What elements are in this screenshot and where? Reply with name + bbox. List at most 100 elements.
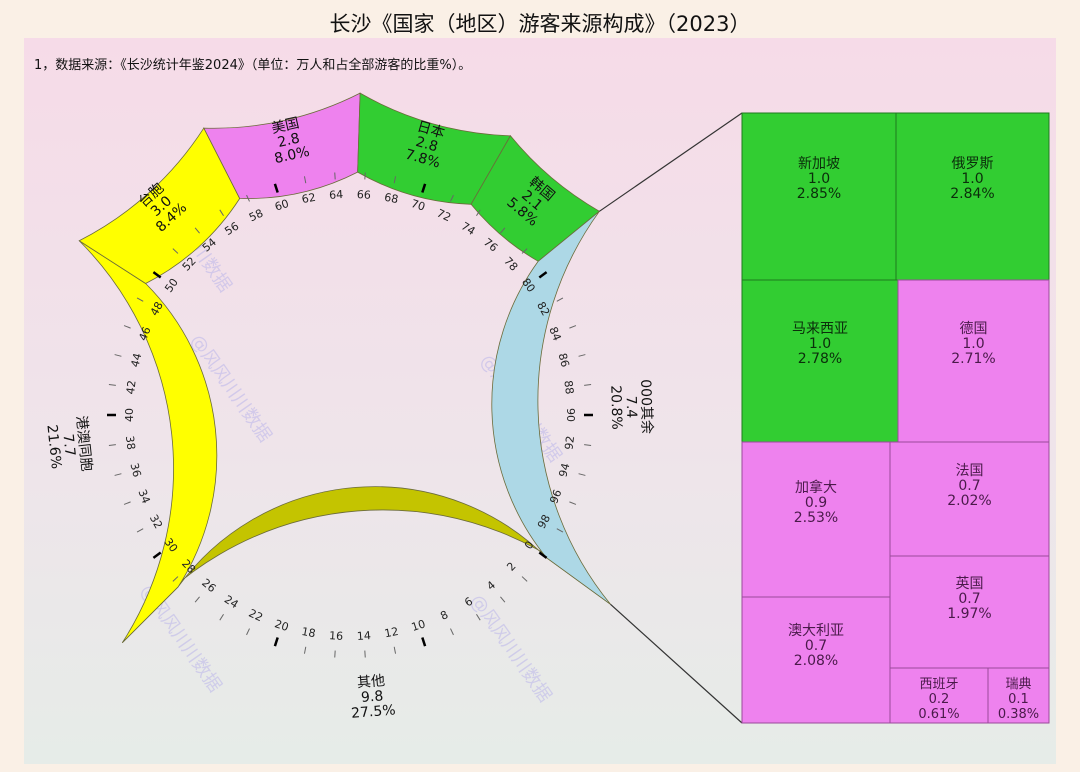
svg-text:英国: 英国 <box>956 575 984 592</box>
treemap-cell: 法国0.72.02% <box>889 441 1050 557</box>
scale-tick <box>584 384 592 386</box>
scale-tick-label: 20 <box>273 617 290 634</box>
connector-line-top <box>599 112 743 212</box>
svg-text:000其余: 000其余 <box>637 379 656 434</box>
scale-tick-label: 40 <box>123 408 136 422</box>
scale-tick-label: 38 <box>123 435 138 451</box>
scale-tick <box>450 628 454 636</box>
scale-tick-label: 98 <box>535 512 553 531</box>
ring-segment-label: 其他9.827.5% <box>351 673 397 722</box>
scale-tick-label: 56 <box>222 220 241 238</box>
scale-tick <box>123 501 131 505</box>
scale-tick-label: 92 <box>562 435 577 451</box>
svg-text:俄罗斯: 俄罗斯 <box>952 156 994 172</box>
scale-tick <box>476 209 481 217</box>
svg-text:法国: 法国 <box>956 463 984 479</box>
scale-tick <box>393 646 397 654</box>
scale-tick-label: 94 <box>557 462 573 479</box>
scale-tick <box>273 637 279 647</box>
scale-tick <box>136 528 144 533</box>
scale-tick-label: 84 <box>546 325 563 343</box>
svg-text:21.6%: 21.6% <box>43 424 64 470</box>
ring-segment <box>491 211 611 605</box>
scale-tick-label: 12 <box>383 625 399 640</box>
scale-tick <box>421 183 427 193</box>
svg-text:0.61%: 0.61% <box>918 707 959 722</box>
scale-tick-label: 78 <box>501 255 520 274</box>
scale-tick-label: 46 <box>136 325 153 343</box>
scale-tick <box>500 227 506 234</box>
scale-tick-label: 68 <box>383 191 399 206</box>
scale-tick-label: 76 <box>481 236 500 255</box>
scale-tick-label: 36 <box>127 462 143 479</box>
treemap-breakdown: 新加坡1.02.85%俄罗斯1.02.84%马来西亚1.02.78%德国1.02… <box>741 112 1050 724</box>
svg-text:2.02%: 2.02% <box>947 493 991 509</box>
svg-text:澳大利亚: 澳大利亚 <box>788 623 844 639</box>
scale-tick <box>421 637 427 647</box>
scale-tick-label: 74 <box>459 220 478 238</box>
svg-text:1.0: 1.0 <box>808 171 830 187</box>
scale-tick <box>194 227 200 234</box>
svg-text:1.0: 1.0 <box>961 171 983 187</box>
svg-text:0.1: 0.1 <box>1008 692 1029 707</box>
scale-tick <box>108 444 116 446</box>
scale-tick <box>114 473 122 476</box>
svg-text:西班牙: 西班牙 <box>919 677 958 692</box>
svg-text:7.4: 7.4 <box>623 396 640 419</box>
svg-text:美国: 美国 <box>270 115 301 137</box>
svg-text:新加坡: 新加坡 <box>798 156 840 172</box>
svg-text:瑞典: 瑞典 <box>1005 677 1031 692</box>
svg-text:9.8: 9.8 <box>360 688 383 706</box>
scale-tick <box>521 248 528 254</box>
svg-text:2.08%: 2.08% <box>794 653 838 669</box>
scale-tick-label: 70 <box>409 197 426 214</box>
scale-tick <box>569 325 577 329</box>
scale-tick <box>556 528 564 533</box>
svg-text:0.7: 0.7 <box>958 591 980 607</box>
treemap-cell: 瑞典0.10.38% <box>987 667 1050 724</box>
svg-text:2.8: 2.8 <box>276 131 301 151</box>
scale-tick <box>556 297 564 302</box>
scale-tick <box>136 297 144 302</box>
scale-tick <box>393 176 397 184</box>
donut-ring: 其他9.827.5%港澳同胞7.721.6%台胞3.08.4%美国2.88.0%… <box>43 92 656 722</box>
scale-tick <box>172 576 179 582</box>
scale-tick <box>273 183 279 193</box>
scale-tick <box>123 325 131 329</box>
svg-text:20.8%: 20.8% <box>607 385 624 430</box>
scale-tick-label: 42 <box>124 380 139 396</box>
watermark-text: @风风川川数据 <box>466 591 555 706</box>
svg-text:2.71%: 2.71% <box>951 351 995 367</box>
svg-text:8.0%: 8.0% <box>273 144 311 167</box>
scale-tick-label: 62 <box>301 191 317 206</box>
scale-tick <box>450 194 454 202</box>
scale-tick-label: 26 <box>199 576 218 595</box>
data-source-note: 1，数据来源：《长沙统计年鉴2024》（单位：万人和占全部游客的比重%）。 <box>34 58 472 73</box>
svg-text:港澳同胞: 港澳同胞 <box>73 415 95 472</box>
scale-tick-label: 24 <box>222 593 241 611</box>
scale-tick-label: 72 <box>435 207 453 225</box>
scale-tick <box>578 354 586 357</box>
scale-tick <box>219 613 224 621</box>
scale-tick <box>569 501 577 505</box>
scale-tick-label: 4 <box>484 578 498 592</box>
scale-tick-label: 32 <box>147 512 165 531</box>
scale-tick-label: 34 <box>135 488 152 506</box>
scale-tick-label: 10 <box>410 617 427 634</box>
scale-tick <box>219 209 224 217</box>
scale-tick <box>108 384 116 386</box>
connector-lines <box>599 112 743 724</box>
treemap-cell: 德国1.02.71% <box>897 279 1050 443</box>
scale-tick <box>114 354 122 357</box>
svg-text:2.78%: 2.78% <box>798 351 842 367</box>
scale-tick <box>476 613 481 621</box>
svg-text:0.38%: 0.38% <box>998 707 1039 722</box>
scale-tick <box>500 596 506 603</box>
svg-text:其他: 其他 <box>356 673 385 691</box>
